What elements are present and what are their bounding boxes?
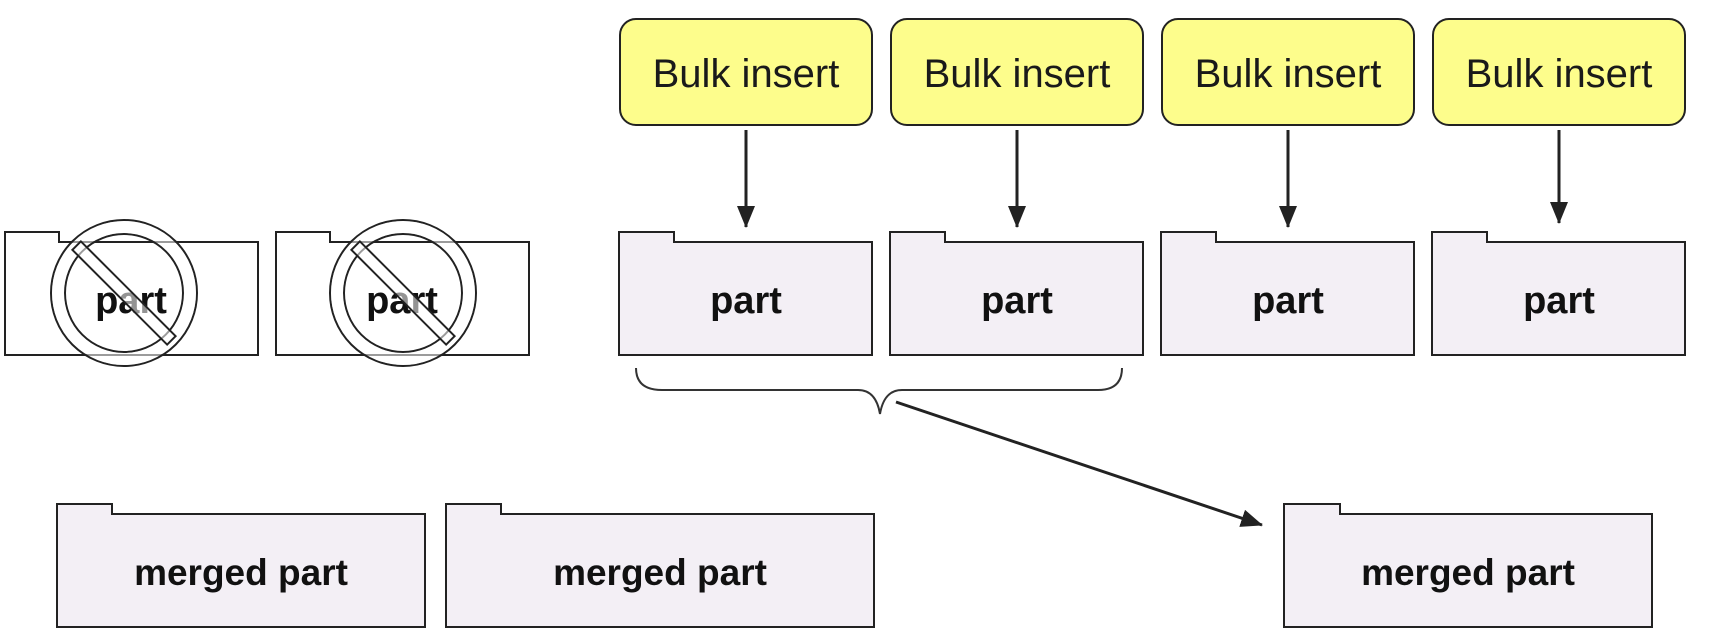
merged-part-folder: merged part xyxy=(1283,503,1653,628)
bulk-insert-label: Bulk insert xyxy=(1466,52,1653,96)
merged-part-label: merged part xyxy=(553,552,767,593)
part-folder: part xyxy=(1431,231,1686,356)
part-folder: part xyxy=(889,231,1144,356)
merge-arrow xyxy=(895,400,1263,527)
part-label: part xyxy=(1252,280,1324,322)
bulk-insert-box: Bulk insert xyxy=(1161,18,1415,126)
bulk-insert-label: Bulk insert xyxy=(924,52,1111,96)
prohibited-icon xyxy=(50,219,198,367)
part-label: part xyxy=(1523,280,1595,322)
part-label: part xyxy=(710,280,782,322)
grouping-brace xyxy=(635,367,1123,415)
merged-part-label: merged part xyxy=(1361,552,1575,593)
discarded-part-folder: part xyxy=(4,219,259,367)
discarded-part-folder: part xyxy=(275,219,530,367)
bulk-insert-box: Bulk insert xyxy=(1432,18,1686,126)
part-folder: part xyxy=(618,231,873,356)
part-folder: part xyxy=(1160,231,1415,356)
bulk-insert-box: Bulk insert xyxy=(890,18,1144,126)
merged-part-folder: merged part xyxy=(56,503,426,628)
bulk-insert-box: Bulk insert xyxy=(619,18,873,126)
part-label: part xyxy=(981,280,1053,322)
merged-part-label: merged part xyxy=(134,552,348,593)
bulk-insert-label: Bulk insert xyxy=(1195,52,1382,96)
bulk-insert-label: Bulk insert xyxy=(653,52,840,96)
merged-part-folder: merged part xyxy=(445,503,875,628)
prohibited-icon xyxy=(329,219,477,367)
